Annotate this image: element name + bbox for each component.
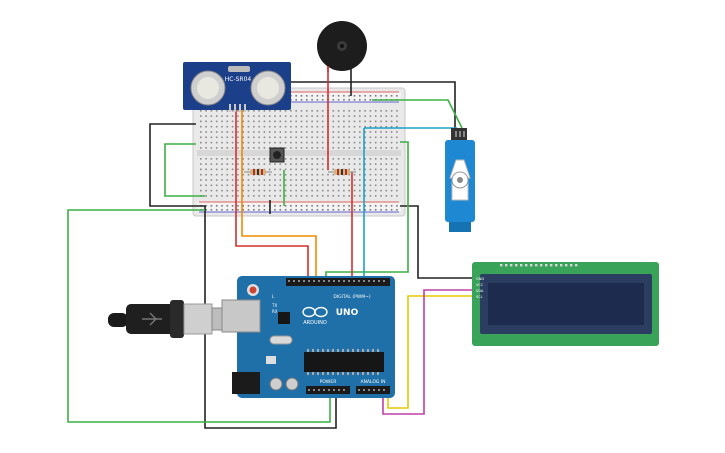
wire-green-right — [325, 141, 409, 278]
wire-red-trig — [235, 110, 309, 278]
breadboard[interactable] — [192, 87, 406, 217]
resistor-left[interactable] — [244, 169, 272, 175]
arduino-model: UNO — [336, 308, 359, 318]
servo-motor[interactable] — [445, 128, 475, 232]
lcd-pin-scl: SCL — [476, 295, 483, 299]
push-button[interactable] — [269, 147, 285, 163]
ultrasonic-sensor[interactable]: HC-SR04 — [183, 62, 291, 112]
digital-header-label: DIGITAL (PWM~) — [333, 294, 371, 300]
lcd-display[interactable]: GND VCC SDA SCL — [472, 262, 659, 346]
analog-header-label: ANALOG IN — [360, 379, 385, 385]
wire-black-right — [400, 205, 474, 279]
wire-green-left — [164, 143, 205, 197]
led-label-rx: RX — [272, 309, 278, 314]
wire-orange — [241, 110, 317, 278]
lcd-pin-vcc: VCC — [476, 283, 484, 287]
usb-cable[interactable] — [108, 300, 241, 338]
wire-green-long — [67, 209, 331, 423]
lcd-pin-sda: SDA — [476, 289, 484, 293]
piezo-buzzer[interactable] — [317, 21, 367, 72]
usb-icon — [142, 312, 162, 326]
wires — [67, 66, 474, 429]
wire-yellow — [387, 295, 474, 409]
led-label-l: L — [272, 294, 275, 299]
arduino-uno[interactable]: ARDUINO UNO DIGITAL (PWM~) POWER ANALOG … — [221, 276, 395, 398]
lcd-pin-gnd: GND — [476, 277, 484, 281]
power-header-label: POWER — [320, 379, 337, 385]
wire-magenta — [382, 289, 474, 415]
wire-blue — [363, 127, 457, 278]
sensor-label: HC-SR04 — [225, 76, 252, 83]
wire-black-left-loop — [149, 123, 337, 429]
wire-green-top — [372, 99, 463, 129]
resistor-right[interactable] — [328, 169, 356, 175]
breadboard-holes — [200, 95, 398, 211]
arduino-brand: ARDUINO — [303, 320, 327, 326]
arduino-logo-icon — [302, 306, 328, 318]
led-label-tx: TX — [271, 303, 277, 308]
